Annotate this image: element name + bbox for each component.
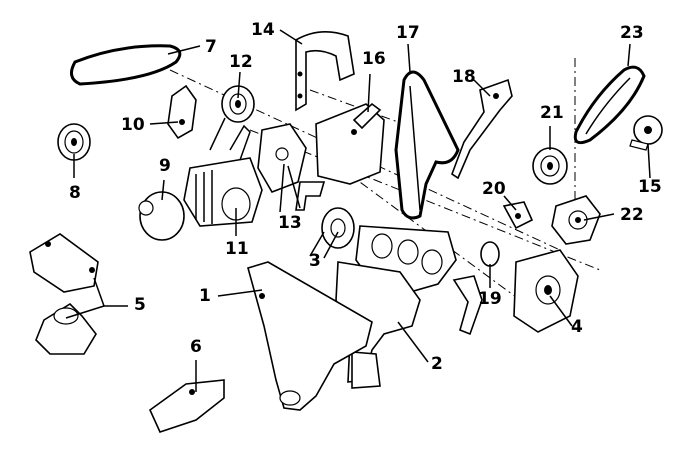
part-belt-tensioner bbox=[502, 201, 534, 230]
callout-12: 12 bbox=[229, 52, 253, 72]
part-drive-belt bbox=[69, 44, 182, 86]
part-timing-belt bbox=[394, 70, 460, 220]
callout-3: 3 bbox=[309, 251, 321, 271]
callout-13: 13 bbox=[278, 213, 302, 233]
callout-9: 9 bbox=[159, 156, 171, 176]
callout-15: 15 bbox=[638, 177, 662, 197]
part-tensioner-pulley bbox=[209, 85, 255, 151]
callout-11: 11 bbox=[225, 239, 249, 259]
part-idler-roller bbox=[57, 123, 91, 161]
part-engine-mounts bbox=[29, 233, 99, 355]
part-water-pump bbox=[551, 195, 601, 245]
callout-21: 21 bbox=[540, 103, 564, 123]
part-lower-timing-cover bbox=[315, 102, 385, 185]
callout-5: 5 bbox=[134, 295, 146, 315]
part-belt-guide-bracket bbox=[451, 78, 513, 180]
part-support-bracket bbox=[149, 379, 225, 433]
callout-18: 18 bbox=[452, 67, 476, 87]
part-tensioner-bracket bbox=[167, 84, 197, 140]
part-auxiliary-belt bbox=[573, 65, 646, 145]
callout-19: 19 bbox=[478, 289, 502, 309]
callout-2: 2 bbox=[431, 354, 443, 374]
part-upper-timing-cover bbox=[295, 31, 355, 112]
callout-8: 8 bbox=[69, 183, 81, 203]
callout-16: 16 bbox=[362, 49, 386, 69]
callout-20: 20 bbox=[482, 179, 506, 199]
callout-7: 7 bbox=[205, 37, 217, 57]
callout-6: 6 bbox=[190, 337, 202, 357]
callout-17: 17 bbox=[396, 23, 420, 43]
callout-4: 4 bbox=[571, 317, 583, 337]
part-alternator bbox=[183, 124, 263, 227]
callout-23: 23 bbox=[620, 23, 644, 43]
part-pulley-cover bbox=[138, 191, 185, 241]
part-camshaft-sprocket bbox=[532, 147, 568, 185]
callout-1: 1 bbox=[199, 286, 211, 306]
part-crankshaft-pulley bbox=[309, 207, 355, 257]
part-oil-pump-housing bbox=[513, 249, 579, 333]
callout-14: 14 bbox=[251, 20, 275, 40]
part-alternator-bracket bbox=[257, 123, 326, 211]
callout-10: 10 bbox=[121, 115, 145, 135]
leader-lines bbox=[65, 29, 651, 392]
callout-22: 22 bbox=[620, 205, 644, 225]
part-right-idler bbox=[629, 115, 663, 151]
part-oil-sump bbox=[247, 261, 373, 411]
